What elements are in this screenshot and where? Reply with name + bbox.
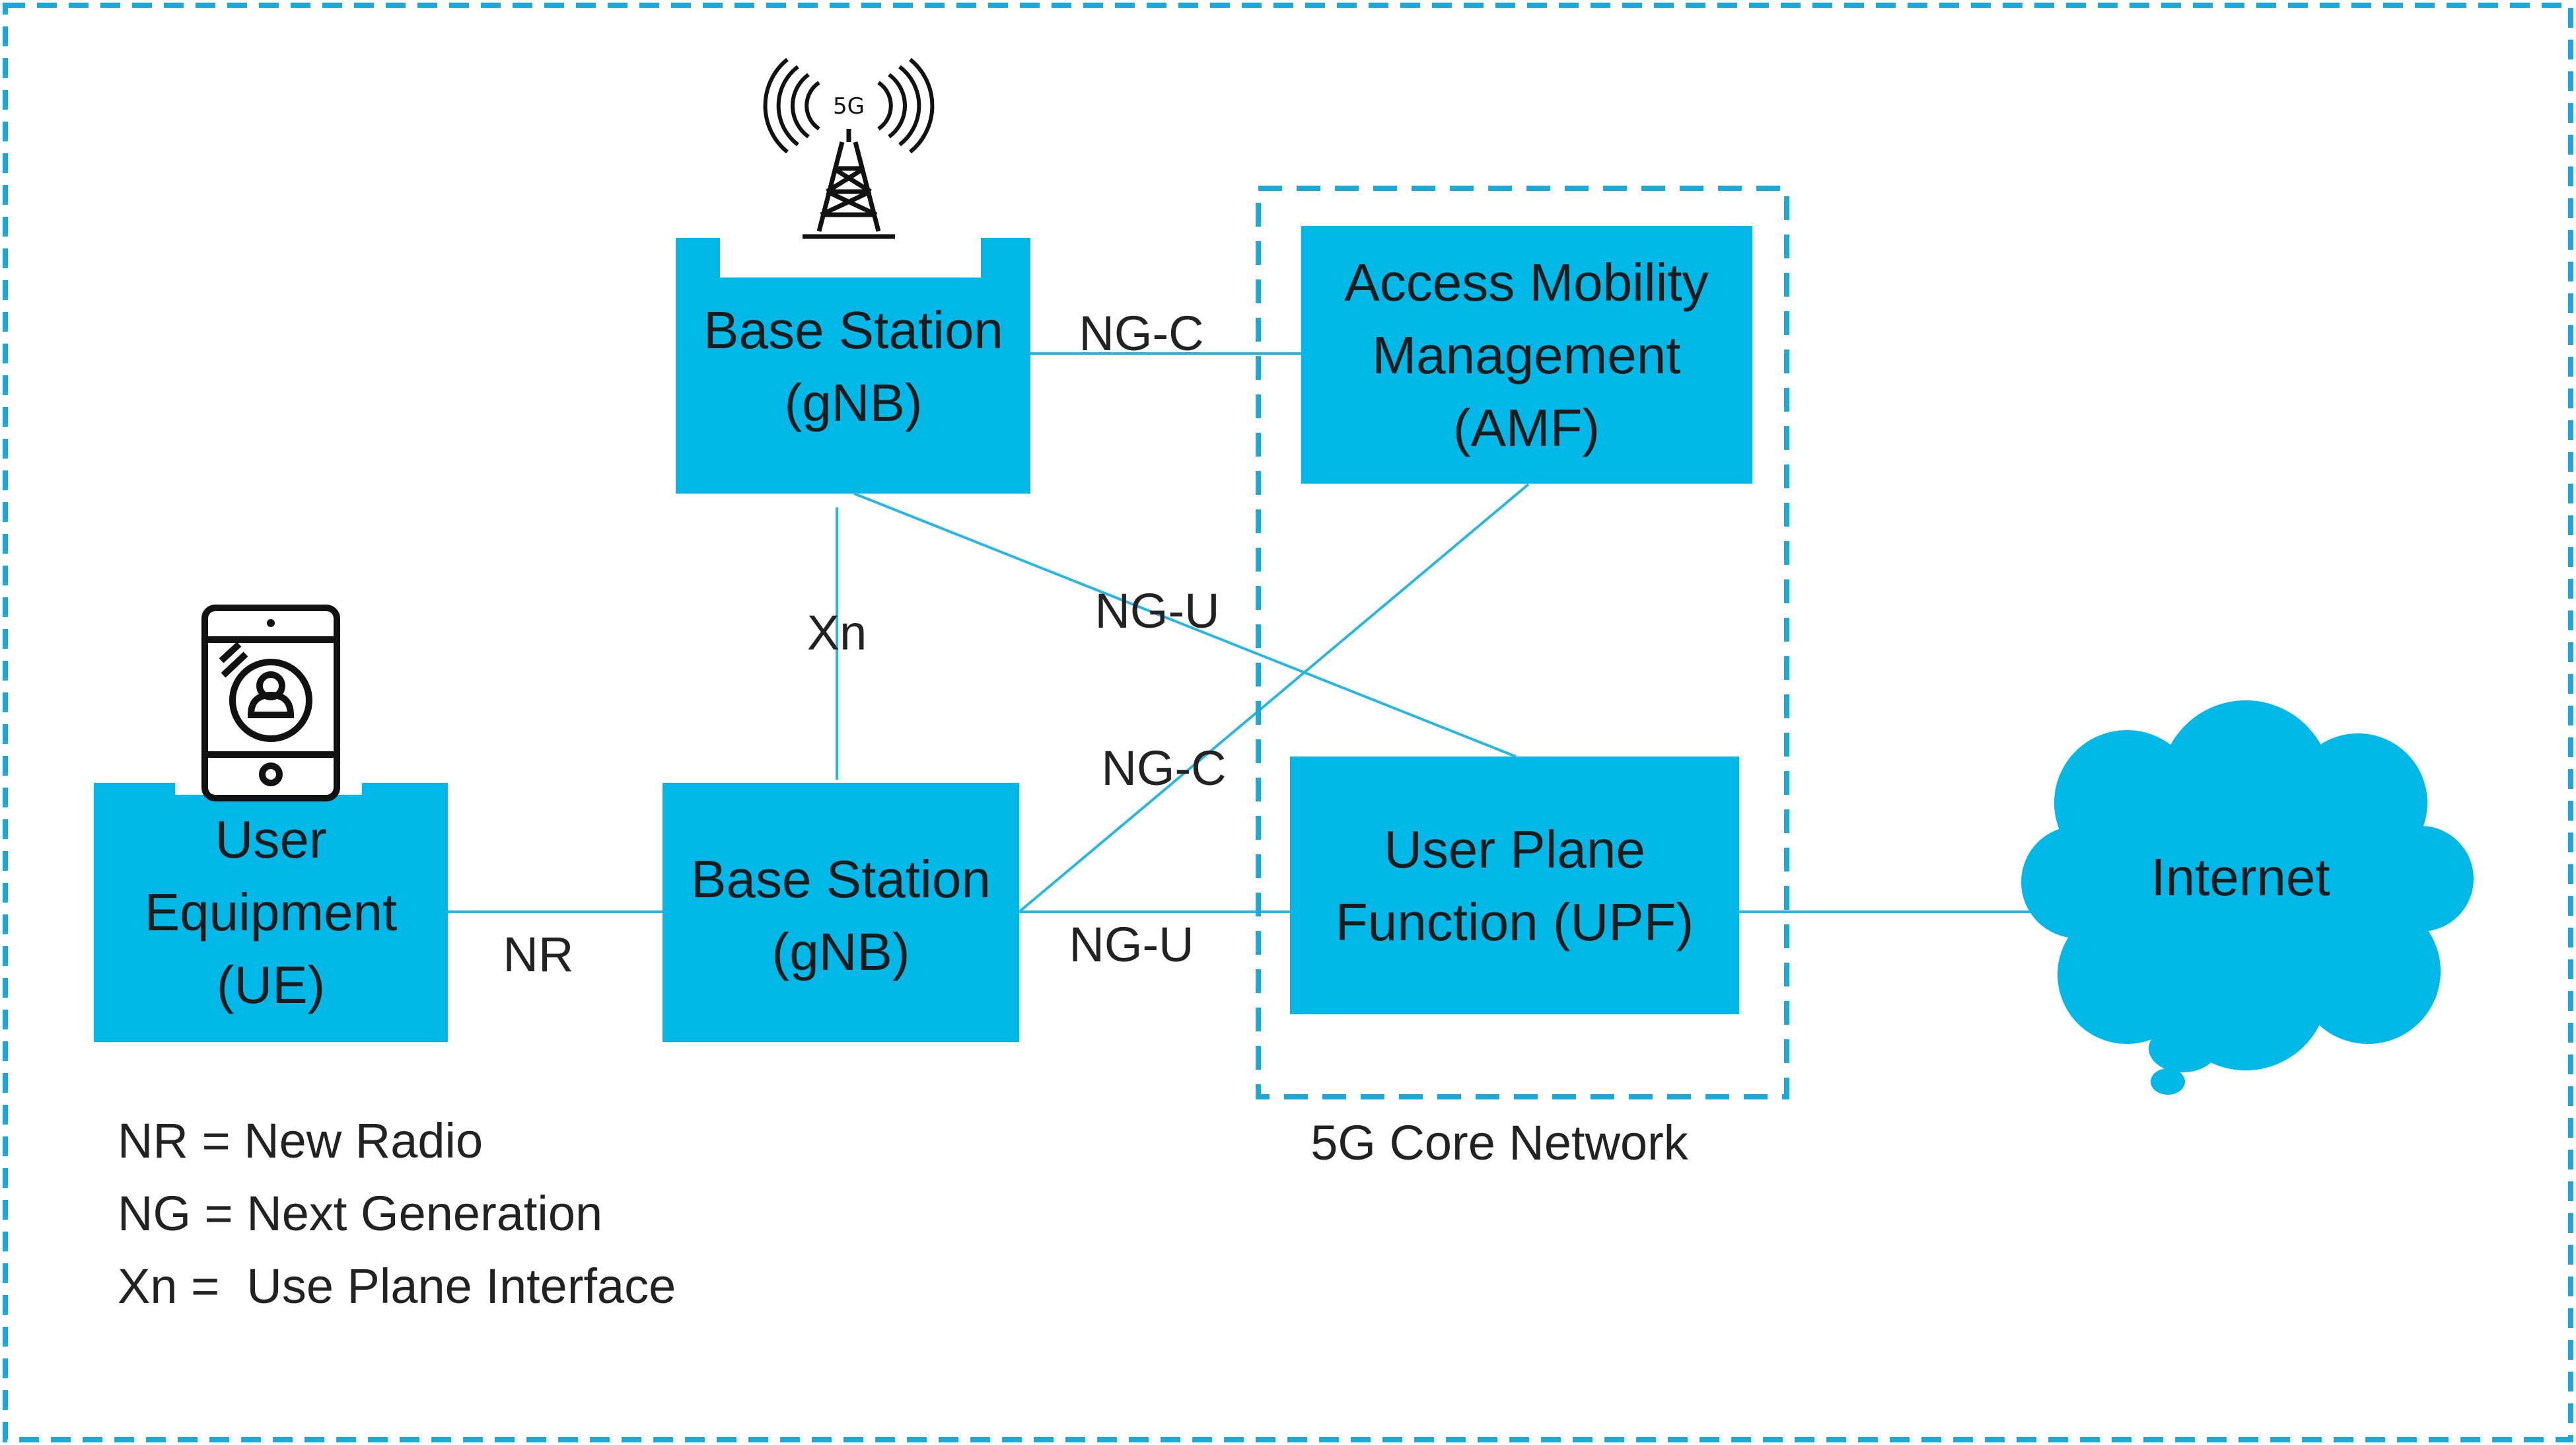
gnb-bottom-label-line1: Base Station [691,850,991,908]
ngu-bottom-label: NG-U [1069,917,1194,972]
xn-label: Xn [807,605,867,660]
gnb-top-node: Base Station (gNB) [676,238,1030,494]
ue-node: User Equipment (UE) [94,783,448,1042]
tower-badge: 5G [833,93,865,120]
legend-item-nr: NR = New Radio [118,1113,483,1168]
ue-label-line3: (UE) [217,955,325,1014]
nr-label: NR [503,927,574,982]
ngc-diag-label: NG-C [1101,741,1226,796]
legend-item-ng: NG = Next Generation [118,1186,602,1241]
gnb-top-label-line2: (gNB) [785,373,923,432]
ue-label-line1: User [215,810,327,869]
gnb-bottom-node: Base Station (gNB) [662,783,1019,1042]
amf-node: Access Mobility Management (AMF) [1301,226,1752,484]
amf-label-line3: (AMF) [1453,398,1600,457]
ue-label-line2: Equipment [145,883,397,942]
phone-user-icon [201,605,340,801]
ngu-diag-label: NG-U [1094,583,1219,638]
amf-label-line2: Management [1373,326,1681,385]
5g-tower-icon: 5G [763,57,935,239]
upf-label-line2: Function (UPF) [1336,893,1694,951]
gnb-bottom-label-line2: (gNB) [772,922,910,981]
core-network-boundary [1256,186,1789,1099]
ngu-diag-link [853,492,1517,758]
upf-label-line1: User Plane [1384,820,1645,879]
gnb-top-label-line1: Base Station [703,301,1003,359]
internet-label: Internet [2151,848,2330,907]
amf-label-line1: Access Mobility [1344,253,1708,312]
core-network-label: 5G Core Network [1310,1115,1689,1170]
outer-border [3,3,2573,1442]
upf-node: User Plane Function (UPF) [1290,757,1739,1014]
legend: NR = New Radio NG = Next Generation Xn =… [118,1113,676,1314]
connectors [448,352,2034,913]
legend-item-xn: Xn = Use Plane Interface [118,1259,676,1314]
ngc-diag-link [1018,483,1530,913]
ngc-top-label: NG-C [1079,306,1203,361]
cloud-icon: Internet [2021,700,2474,1095]
